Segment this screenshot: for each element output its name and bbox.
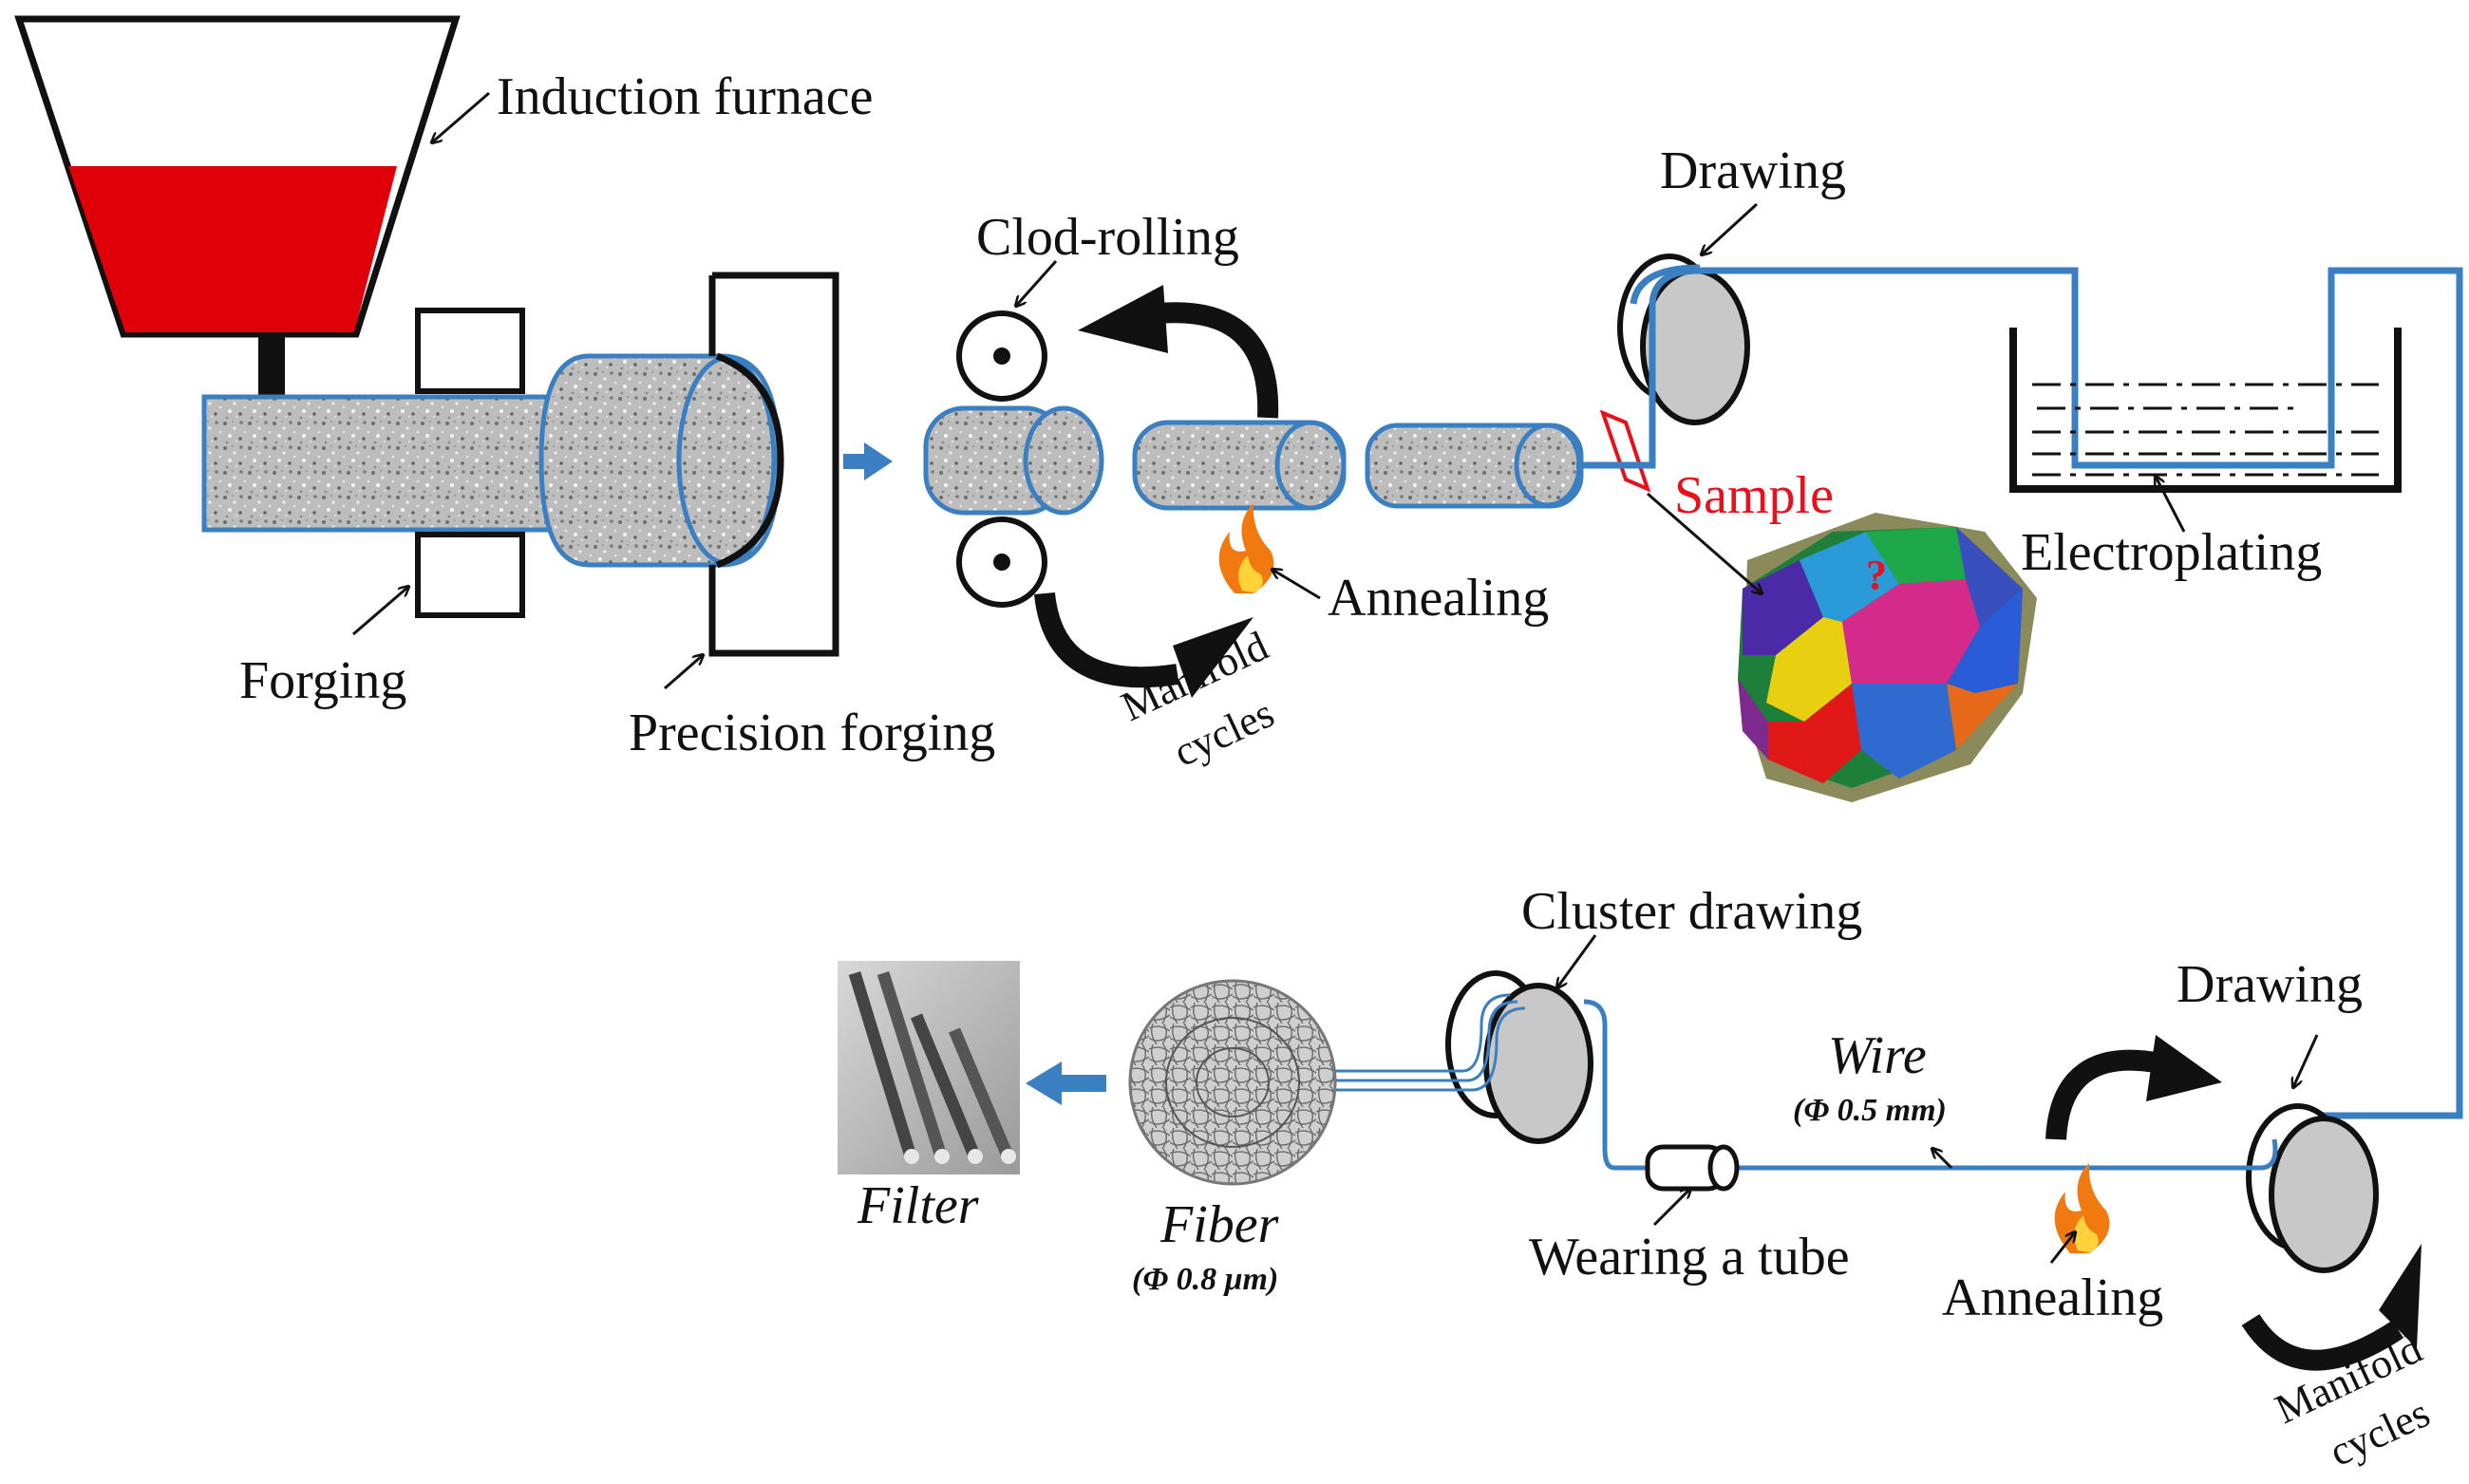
roller-bottom xyxy=(956,517,1047,608)
flow-arrow-2 xyxy=(1026,1061,1106,1105)
drawing-drum-top xyxy=(1617,254,1750,425)
leader-arrows xyxy=(352,91,2319,1264)
label-clod-rolling: Clod-rolling xyxy=(976,208,1239,267)
sample-marker xyxy=(1599,409,1651,493)
electroplating-bath xyxy=(2009,328,2402,493)
label-drawing-bottom: Drawing xyxy=(2177,955,2363,1014)
cluster-drawing-drum xyxy=(1334,970,1593,1144)
label-cluster-drawing: Cluster drawing xyxy=(1521,882,1862,941)
label-sample: Sample xyxy=(1674,466,1834,525)
label-wearing-tube: Wearing a tube xyxy=(1529,1228,1850,1287)
label-filter: Filter xyxy=(857,1176,979,1235)
rolled-rod-2 xyxy=(1132,420,1347,511)
flow-arrow-1 xyxy=(843,442,893,480)
cycle-arrow-top-lower xyxy=(1034,592,1253,698)
cycle-arrow-top-upper xyxy=(1078,285,1279,419)
fiber-ball xyxy=(1128,979,1337,1186)
induction-furnace xyxy=(14,15,461,399)
label-induction-furnace: Induction furnace xyxy=(497,67,873,126)
cycle-arrow-bottom-upper xyxy=(2045,1035,2222,1140)
roller-top xyxy=(956,310,1047,402)
wearing-tube xyxy=(1645,1144,1740,1192)
label-wire-diameter: (Φ 0.5 mm) xyxy=(1793,1093,1947,1128)
flame-icon-bottom xyxy=(2054,1163,2110,1253)
label-wire: Wire xyxy=(1828,1026,1927,1085)
label-precision-forging: Precision forging xyxy=(629,704,995,762)
rolled-rod-1 xyxy=(923,405,1104,516)
label-forging: Forging xyxy=(239,651,406,710)
cycle-arrow-bottom-lower xyxy=(2241,1244,2422,1371)
label-electroplating: Electroplating xyxy=(2021,523,2322,582)
label-annealing-top: Annealing xyxy=(1328,569,1549,628)
label-annealing-bottom: Annealing xyxy=(1942,1268,2163,1327)
flame-icon-top xyxy=(1218,503,1274,593)
forging-billet xyxy=(201,308,568,618)
wire-path-bottom xyxy=(1583,999,2278,1171)
label-fiber: Fiber xyxy=(1159,1195,1279,1254)
filter-image xyxy=(838,961,1020,1174)
precision-forging-cylinder xyxy=(538,272,839,657)
label-fiber-diameter: (Φ 0.8 μm) xyxy=(1132,1262,1278,1297)
label-question-mark: ? xyxy=(1866,552,1887,598)
label-drawing-top: Drawing xyxy=(1660,141,1846,200)
rolled-rod-3 xyxy=(1365,423,1584,509)
drawing-drum-bottom xyxy=(2246,1103,2379,1273)
grain-polyhedron xyxy=(1738,513,2037,802)
